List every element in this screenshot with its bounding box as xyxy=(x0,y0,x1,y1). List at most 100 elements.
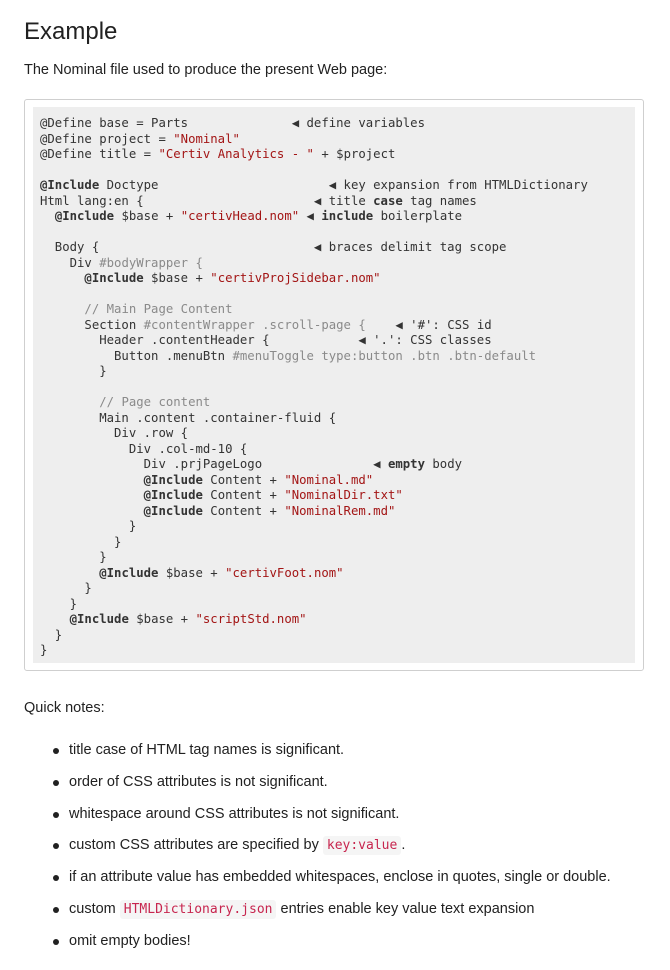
code-token: } xyxy=(40,627,63,642)
inline-code: key:value xyxy=(322,836,402,856)
code-token: Html lang:en { ◀ title xyxy=(40,193,374,208)
code-line: @Include Content + "Nominal.md" xyxy=(40,473,588,489)
bullet-icon xyxy=(53,875,59,882)
inline-code: HTMLDictionary.json xyxy=(119,899,277,919)
code-token: Body { ◀ braces delimit tag scope xyxy=(40,240,507,254)
code-token: @Include xyxy=(69,612,129,626)
code-token: "NominalRem.md" xyxy=(284,503,396,518)
code-line: } xyxy=(40,581,588,597)
code-token: } xyxy=(40,596,78,611)
code-line: Div .prjPageLogo ◀ empty body xyxy=(40,457,588,473)
code-line: Main .content .container-fluid { xyxy=(40,411,588,427)
code-line: // Main Page Content xyxy=(40,302,588,318)
code-line: @Define project = "Nominal" xyxy=(40,132,588,148)
code-token xyxy=(40,473,144,487)
code-token: Content + xyxy=(202,472,285,487)
code-token: $base + xyxy=(128,612,196,626)
code-token: } xyxy=(40,534,122,549)
code-token: #contentWrapper .scroll-page { xyxy=(143,317,366,332)
code-line: } xyxy=(40,364,588,380)
code-token: "certivHead.nom" xyxy=(180,209,300,223)
code-token xyxy=(40,302,84,316)
quick-notes-label: Quick notes: xyxy=(24,700,105,716)
code-token: case xyxy=(373,193,403,208)
code-line: @Include Content + "NominalDir.txt" xyxy=(40,488,588,504)
code-token: @Define base = Parts xyxy=(40,116,292,130)
code-token: } xyxy=(40,581,92,595)
code-line: Section #contentWrapper .scroll-page { ◀… xyxy=(40,318,588,334)
code-token: ◀ xyxy=(299,209,322,223)
code-token: empty xyxy=(387,457,425,471)
code-token xyxy=(40,271,84,285)
code-token: $base + xyxy=(114,209,181,223)
code-token: @Define title = xyxy=(40,147,159,161)
code-line xyxy=(40,287,588,303)
code-token: ◀ '#': CSS id xyxy=(365,317,492,332)
bullet-icon xyxy=(53,779,59,786)
code-token: @Include xyxy=(84,271,144,285)
list-item: custom CSS attributes are specified by k… xyxy=(42,834,611,866)
code-token: @Include xyxy=(143,503,203,518)
code-token: Button .menuBtn xyxy=(40,348,233,363)
code-token: "NominalDir.txt" xyxy=(284,488,403,502)
code-line: @Define base = Parts ◀ define variables xyxy=(40,116,588,132)
code-token xyxy=(40,504,144,518)
code-token: "Nominal" xyxy=(173,131,240,146)
note-text: if an attribute value has embedded white… xyxy=(69,869,611,886)
code-block-background xyxy=(33,107,635,663)
code-line: } xyxy=(40,597,588,613)
code-token: Section xyxy=(40,317,144,332)
code-listing: @Define base = Parts ◀ define variables@… xyxy=(40,116,588,659)
code-token: // Page content xyxy=(99,395,211,409)
code-line: @Include Doctype ◀ key expansion from HT… xyxy=(40,178,588,194)
note-text: entries enable key value text expansion xyxy=(276,900,535,917)
code-line: Button .menuBtn #menuToggle type:button … xyxy=(40,349,588,365)
code-token: body xyxy=(425,457,463,471)
code-token: boilerplate xyxy=(373,209,463,223)
bullet-icon xyxy=(53,811,59,818)
code-token xyxy=(40,488,144,502)
code-token: @Include xyxy=(54,209,115,223)
note-text: whitespace around CSS attributes is not … xyxy=(69,805,400,822)
code-token: Div .col-md-10 { xyxy=(40,441,248,456)
list-item: whitespace around CSS attributes is not … xyxy=(42,803,611,835)
bullet-icon xyxy=(53,748,59,754)
code-token: @Define project = xyxy=(40,131,174,146)
code-token: } xyxy=(40,643,48,657)
code-block xyxy=(24,99,644,671)
note-text: custom xyxy=(69,900,120,917)
code-token: Div .row { xyxy=(40,426,189,440)
code-token: "Certiv Analytics - " xyxy=(158,147,314,161)
code-token: "scriptStd.nom" xyxy=(195,612,307,626)
code-line: } xyxy=(40,550,588,566)
code-token: Div .prjPageLogo ◀ xyxy=(40,457,388,471)
note-text: custom CSS attributes are specified by xyxy=(69,837,323,854)
code-token: @Include xyxy=(143,472,203,487)
code-token: Content + xyxy=(202,488,285,502)
code-line: @Include $base + "certivHead.nom" ◀ incl… xyxy=(40,209,588,225)
code-token: Header .contentHeader { ◀ '.': CSS class… xyxy=(40,333,492,347)
list-item: custom HTMLDictionary.json entries enabl… xyxy=(42,898,611,930)
code-token: @Include xyxy=(40,178,100,192)
code-token: $base + xyxy=(158,565,226,580)
list-item: order of CSS attributes is not significa… xyxy=(42,771,611,803)
code-line xyxy=(40,225,588,241)
code-token: @Include xyxy=(99,565,159,580)
code-line: @Include $base + "certivFoot.nom" xyxy=(40,566,588,582)
code-token: } xyxy=(40,519,137,533)
code-token: } xyxy=(40,550,107,564)
note-text: omit empty bodies! xyxy=(69,932,191,949)
code-token: #bodyWrapper { xyxy=(99,255,203,270)
note-text: . xyxy=(401,837,406,854)
code-line: } xyxy=(40,628,588,644)
code-token: Doctype ◀ key expansion from HTMLDiction… xyxy=(99,178,588,192)
bullet-icon xyxy=(53,906,59,913)
code-token: ◀ define variables xyxy=(291,116,425,130)
code-token: Main .content .container-fluid { xyxy=(40,410,337,425)
bullet-icon xyxy=(53,938,59,945)
code-line: @Include $base + "scriptStd.nom" xyxy=(40,612,588,628)
code-line: Div .row { xyxy=(40,426,588,442)
code-line: } xyxy=(40,519,588,535)
code-line: @Define title = "Certiv Analytics - " + … xyxy=(40,147,588,163)
code-token: $base + xyxy=(143,271,211,285)
